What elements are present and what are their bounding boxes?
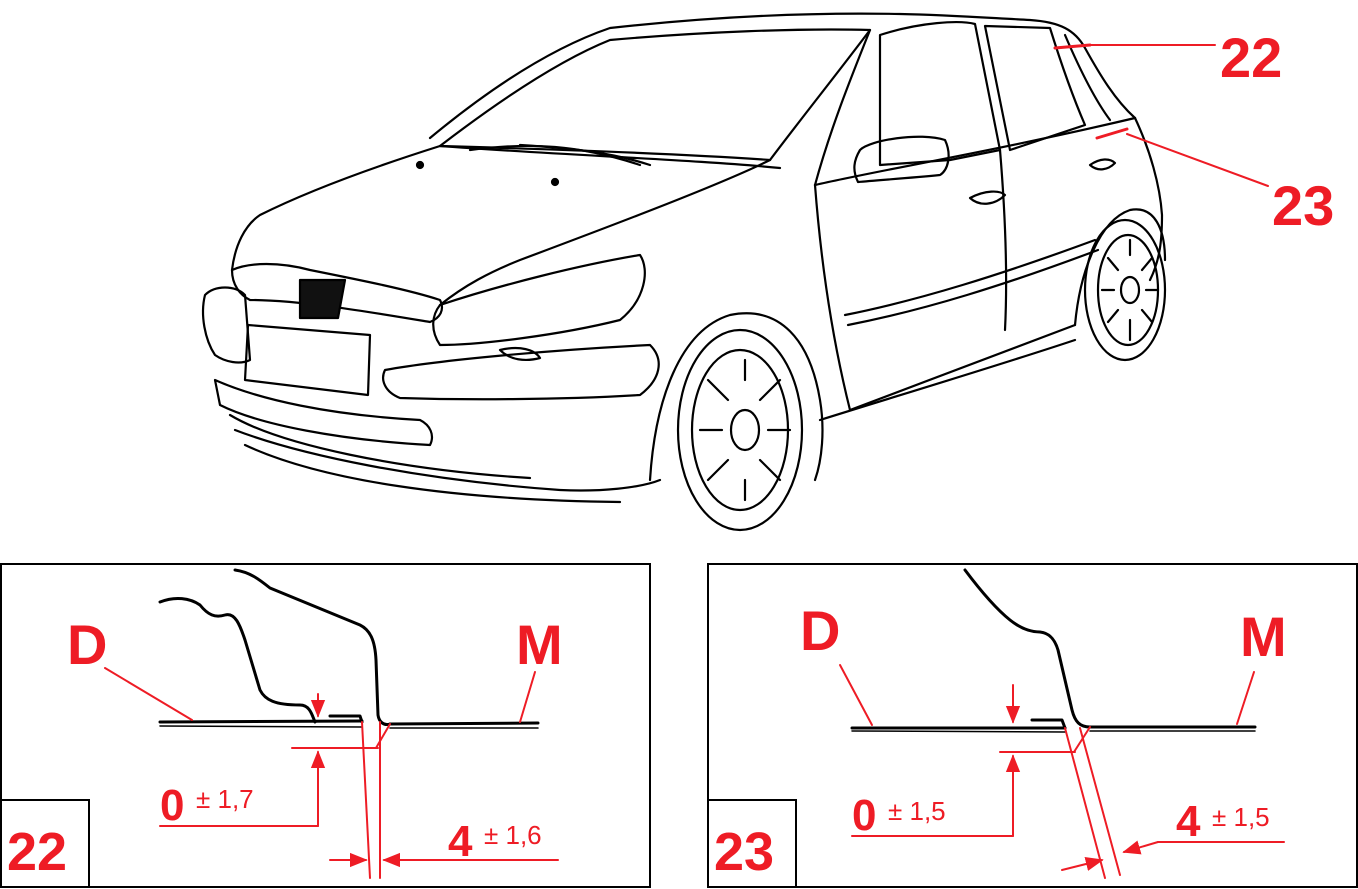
panel-23-horizontal-value: 4	[1176, 797, 1201, 846]
panel-22-vertical-tol: ± 1,7	[196, 784, 254, 814]
panel-23-label-d: D	[800, 599, 840, 662]
callout-22: 22	[1220, 26, 1282, 89]
leader-23	[1126, 133, 1269, 187]
panel-22-vertical-value: 0	[160, 781, 184, 830]
callout-23: 23	[1272, 174, 1334, 237]
panel-22-number: 22	[7, 822, 67, 882]
panel-22-dimensions	[104, 667, 559, 879]
panel-23-horizontal-tol: ± 1,5	[1212, 802, 1270, 832]
panel-23-vertical-tol: ± 1,5	[888, 796, 946, 826]
marker-22-on-car	[1053, 43, 1092, 50]
panel-23-number-box	[707, 799, 797, 888]
panel-22-profile	[158, 568, 540, 729]
panel-22-number-box	[0, 799, 90, 888]
panel-23-vertical-value: 0	[852, 791, 876, 840]
detail-panel-23: 23 D M 0 ± 1,5 4 ± 1,	[707, 563, 1358, 888]
panel-22-label-m: M	[516, 613, 563, 676]
arrow-23-right	[1061, 856, 1104, 871]
panel-22-label-d: D	[67, 613, 107, 676]
panel-23-number: 23	[714, 822, 774, 882]
panel-22-horizontal-tol: ± 1,6	[484, 820, 542, 850]
panel-22-horizontal-value: 4	[448, 817, 473, 866]
detail-panel-22: 22 D M 0 ± 1	[0, 563, 651, 888]
panel-23-dimensions	[839, 664, 1285, 879]
panel-23-profile	[850, 568, 1257, 733]
panel-23-label-m: M	[1240, 605, 1287, 668]
callout-markers: 22 23	[1053, 26, 1334, 237]
arrow-23-left	[1122, 840, 1159, 855]
car-drawing	[201, 12, 1167, 532]
marker-23-on-car	[1095, 127, 1129, 140]
